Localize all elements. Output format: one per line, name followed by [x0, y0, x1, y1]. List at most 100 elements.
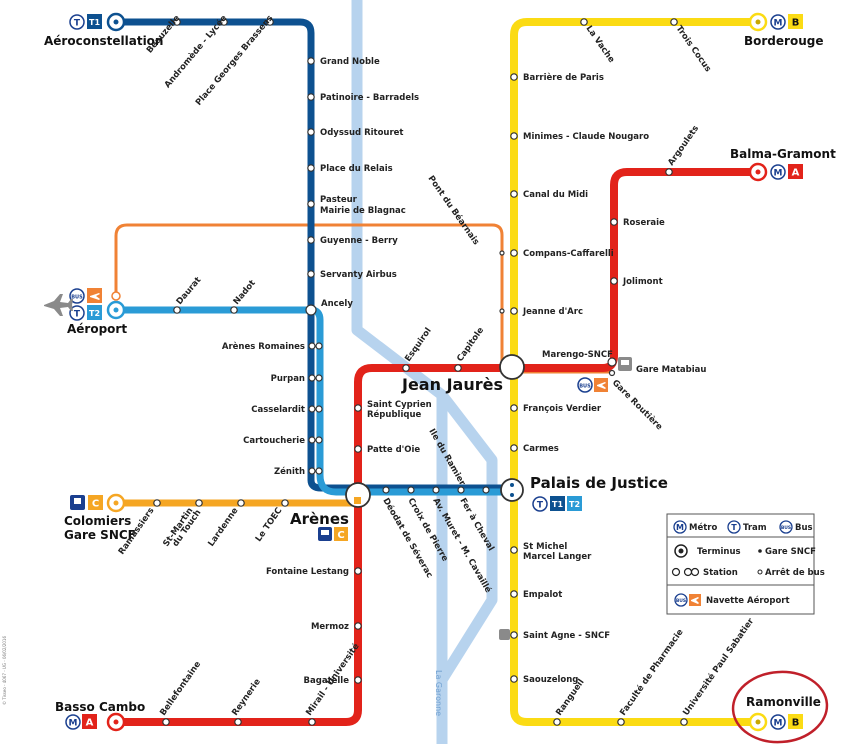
tram-badge-icon: [727, 520, 741, 534]
station-minimes[interactable]: [510, 132, 518, 140]
station-andromede[interactable]: [220, 18, 228, 26]
t2-badge-icon: [567, 496, 582, 511]
svg-text:Gare SNCF: Gare SNCF: [765, 547, 816, 557]
label-arenes: Arènes: [290, 510, 349, 528]
station-nadot[interactable]: [230, 306, 238, 314]
station-ancely[interactable]: [305, 304, 317, 316]
station-jolimont[interactable]: [610, 277, 618, 285]
station-bagatelle[interactable]: [354, 676, 362, 684]
station-compans[interactable]: [510, 249, 518, 257]
station-barriere-paris[interactable]: [510, 73, 518, 81]
station-reynerie[interactable]: [234, 718, 242, 726]
station-guyenne[interactable]: [307, 236, 315, 244]
station-av-muret[interactable]: [432, 486, 440, 494]
station-canal-midi[interactable]: [510, 190, 518, 198]
svg-text:Arènes Romaines: Arènes Romaines: [222, 341, 305, 352]
svg-text:Patte d'Oie: Patte d'Oie: [367, 445, 420, 455]
station-bellefontaine[interactable]: [162, 718, 170, 726]
station-lardenne[interactable]: [237, 499, 245, 507]
svg-text:Carmes: Carmes: [523, 444, 559, 454]
station-fontaine-lestang[interactable]: [354, 567, 362, 575]
line-c-badge-icon: [88, 495, 103, 510]
station-odyssud[interactable]: [307, 128, 315, 136]
svg-text:C: C: [337, 530, 344, 541]
station-croix-pierre[interactable]: [407, 486, 415, 494]
metro-badge-icon: [65, 714, 81, 730]
station-arenes-romaines-a[interactable]: [308, 342, 316, 350]
station-fer-cheval[interactable]: [457, 486, 465, 494]
station-jeanne-arc[interactable]: [510, 307, 518, 315]
station-ramassiers[interactable]: [153, 499, 161, 507]
station-beauzelle[interactable]: [173, 18, 181, 26]
station-daurat[interactable]: [173, 306, 181, 314]
stations: [153, 18, 688, 726]
svg-text:Saouzelong: Saouzelong: [523, 675, 578, 685]
line-b-badge-icon: [788, 714, 803, 729]
station-mirail[interactable]: [308, 718, 316, 726]
station-francois-verdier[interactable]: [510, 404, 518, 412]
label-balma: Balma-Gramont: [730, 147, 836, 161]
station-place-relais[interactable]: [307, 164, 315, 172]
station-faculte-pharmacie[interactable]: [617, 718, 625, 726]
svg-text:Fontaine Lestang: Fontaine Lestang: [266, 567, 349, 577]
station-zenith[interactable]: [308, 467, 316, 475]
svg-text:Cartoucherie: Cartoucherie: [243, 436, 305, 446]
svg-text:B: B: [792, 718, 800, 729]
svg-text:M: M: [774, 169, 783, 179]
svg-text:Trois Cocus: Trois Cocus: [674, 24, 713, 74]
hub-jean-jaures[interactable]: [499, 354, 525, 380]
svg-text:T: T: [731, 523, 737, 532]
svg-text:Lardenne: Lardenne: [206, 506, 240, 549]
svg-text:Daurat: Daurat: [175, 275, 204, 307]
station-saint-agne[interactable]: [510, 631, 518, 639]
line-b-badge-icon: [788, 14, 803, 29]
svg-text:Place du Relais: Place du Relais: [320, 164, 393, 174]
svg-text:BUS: BUS: [781, 525, 791, 531]
station-la-vache[interactable]: [580, 18, 588, 26]
station-carmes[interactable]: [510, 444, 518, 452]
bus-badge-icon: [674, 593, 688, 607]
station-le-toec[interactable]: [281, 499, 289, 507]
svg-text:Station: Station: [703, 568, 738, 578]
station-argoulets[interactable]: [665, 168, 673, 176]
station-esquirol[interactable]: [402, 364, 410, 372]
station-grand-noble[interactable]: [307, 57, 315, 65]
svg-text:T: T: [74, 310, 81, 320]
station-roseraie[interactable]: [610, 218, 618, 226]
station-mermoz[interactable]: [354, 622, 362, 630]
station-patte-oie[interactable]: [354, 445, 362, 453]
station-saint-cyprien[interactable]: [354, 404, 362, 412]
station-capitole[interactable]: [454, 364, 462, 372]
station-servanty[interactable]: [307, 270, 315, 278]
metro-badge-icon: [770, 714, 786, 730]
label-colomiers: Colomiers: [64, 514, 131, 528]
station-casselardit[interactable]: [308, 405, 316, 413]
label-jean-jaures: Jean Jaurès: [401, 375, 503, 394]
station-st-michel[interactable]: [510, 546, 518, 554]
station-trois-cocus[interactable]: [670, 18, 678, 26]
station-universite[interactable]: [680, 718, 688, 726]
station-purpan[interactable]: [308, 374, 316, 382]
station-cartoucherie[interactable]: [308, 436, 316, 444]
station-rangueil[interactable]: [553, 718, 561, 726]
hub-arenes[interactable]: [345, 482, 371, 508]
station-ile-ramier[interactable]: [482, 486, 490, 494]
t2-badge-icon: [87, 305, 102, 320]
legend: M Métro T Tram BUS Bus Terminus Gare SNC…: [666, 513, 825, 615]
station-st-martin[interactable]: [195, 499, 203, 507]
station-patinoire[interactable]: [307, 93, 315, 101]
station-deodat[interactable]: [382, 486, 390, 494]
station-saouzelong[interactable]: [510, 675, 518, 683]
station-brassens[interactable]: [266, 18, 274, 26]
svg-text:Saint Agne - SNCF: Saint Agne - SNCF: [523, 631, 610, 641]
svg-text:Marcel Langer: Marcel Langer: [523, 552, 592, 562]
t1-badge-icon: [87, 14, 102, 29]
svg-text:Casselardit: Casselardit: [251, 405, 305, 415]
hub-palais[interactable]: [500, 478, 524, 502]
station-marengo[interactable]: [607, 357, 617, 367]
svg-text:Empalot: Empalot: [523, 590, 562, 600]
station-empalot[interactable]: [510, 590, 518, 598]
svg-text:Le TOEC: Le TOEC: [254, 506, 285, 544]
svg-text:Capitole: Capitole: [455, 325, 486, 363]
station-pasteur[interactable]: [307, 200, 315, 208]
